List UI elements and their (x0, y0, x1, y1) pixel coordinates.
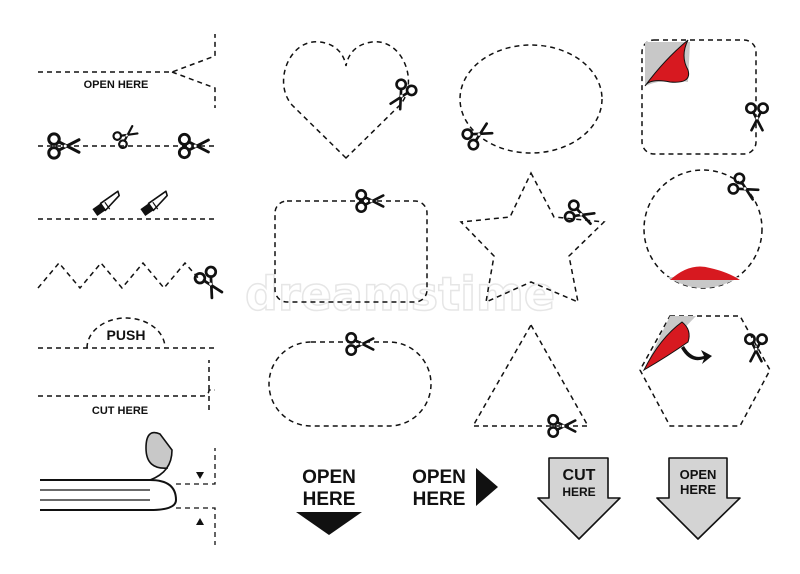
square-peel-red (644, 39, 690, 87)
open-here-down-badge: OPEN HERE (296, 467, 362, 535)
badge-open-text: OPEN (302, 467, 356, 488)
arrow-icon (296, 512, 362, 535)
cut-here-line (38, 360, 215, 412)
badge-here-text: HERE (680, 482, 716, 497)
badge-open-text: OPEN (412, 467, 466, 488)
badge-here-text: HERE (413, 489, 466, 510)
badge-cut-text: CUT (563, 467, 596, 484)
scissors-icon (345, 332, 375, 356)
push-label: PUSH (107, 327, 146, 343)
utility-knife-icon (90, 186, 121, 220)
arrow-icon (196, 472, 204, 479)
scissors-icon (562, 198, 598, 230)
scissors-icon (110, 121, 141, 151)
badge-open-text: OPEN (680, 467, 717, 482)
push-tab (86, 317, 166, 349)
scissors-icon (384, 76, 420, 114)
utility-knife-icon (138, 186, 169, 220)
open-here-arrow-badge: OPEN HERE (656, 457, 741, 540)
badge-here-text: HERE (562, 485, 595, 499)
hexagon-cut-shape (639, 315, 771, 427)
square-cut-shape (641, 39, 757, 155)
zigzag-cut-line (37, 261, 201, 290)
open-here-split-line (38, 34, 216, 108)
cut-here-label: CUT HERE (92, 405, 148, 417)
scissors-icon (459, 117, 497, 153)
rounded-rect-cut-shape (274, 200, 428, 303)
tear-strip-curl (145, 431, 173, 481)
cut-here-arrow-badge: CUT HERE (537, 457, 621, 540)
hexagon-peel-red (642, 321, 690, 372)
open-here-right-badge: OPEN HERE (412, 467, 498, 510)
scissors-icon (547, 414, 577, 438)
badge-here-text: HERE (303, 489, 356, 510)
scissors-icon (191, 263, 228, 302)
circle-peel-red (670, 266, 740, 280)
tear-strip (40, 479, 178, 511)
watermark-text: dreamstime (245, 267, 555, 321)
scissors-icon (745, 102, 769, 132)
arrow-icon (196, 518, 204, 525)
tear-strip-guides (176, 448, 216, 545)
arrow-icon (476, 468, 498, 506)
arrow-icon (681, 346, 712, 364)
heart-cut-shape (282, 41, 410, 160)
ellipse-cut-shape (459, 44, 603, 154)
triangle-cut-shape (471, 323, 590, 427)
open-here-label: OPEN HERE (84, 79, 149, 91)
